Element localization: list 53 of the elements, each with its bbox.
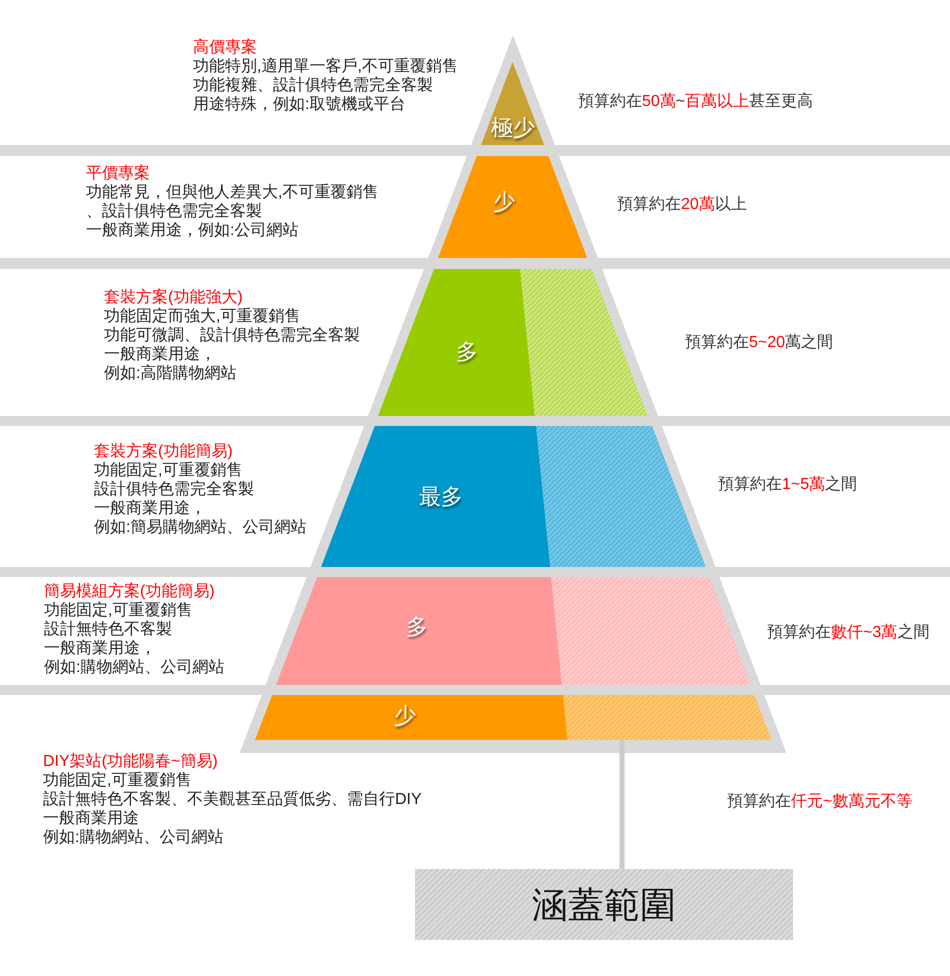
description-line: 功能固定,可重覆銷售 bbox=[43, 771, 192, 790]
budget-text: 預算約在1~5萬之間 bbox=[718, 475, 858, 494]
budget-text: 預算約在數仟~3萬之間 bbox=[767, 623, 930, 642]
description-line: 用途特殊，例如:取號機或平台 bbox=[193, 95, 406, 114]
tier-label: 最多 bbox=[418, 484, 463, 510]
description-line: 設計無特色不客製 bbox=[44, 620, 172, 639]
description-line: 設計俱特色需完全客製 bbox=[94, 480, 254, 499]
hatched-area bbox=[550, 577, 750, 685]
description-line: 一般商業用途， bbox=[44, 639, 156, 658]
tier-heading: 套裝方案(功能簡易) bbox=[94, 442, 233, 461]
description-line: 功能常見，但與他人差異大,不可重覆銷售 bbox=[86, 183, 378, 202]
tier-heading: 平價專案 bbox=[86, 164, 150, 183]
description-line: 功能可微調、設計俱特色需完全客製 bbox=[104, 326, 360, 345]
tier-label: 少 bbox=[394, 703, 416, 729]
description-line: 功能複雜、設計俱特色需完全客製 bbox=[193, 76, 433, 95]
description-line: 功能特別,適用單一客戶,不可重覆銷售 bbox=[193, 57, 458, 76]
description-line: 功能固定而強大,可重覆銷售 bbox=[104, 307, 300, 326]
tier-label: 少 bbox=[492, 189, 515, 215]
pyramid-tier bbox=[378, 269, 648, 416]
callout-box bbox=[415, 869, 793, 940]
pyramid-tier bbox=[276, 577, 750, 685]
hatched-area bbox=[562, 695, 772, 740]
budget-text: 預算約在仟元~數萬元不等 bbox=[727, 792, 912, 811]
tier-label: 多 bbox=[406, 614, 428, 640]
tier-label: 極少 bbox=[490, 115, 535, 141]
tier-heading: 簡易模組方案(功能簡易) bbox=[44, 582, 215, 601]
description-line: 一般商業用途， bbox=[104, 345, 216, 364]
description-line: 、設計俱特色需完全客製 bbox=[86, 202, 262, 221]
description-line: 例如:簡易購物網站、公司網站 bbox=[94, 518, 306, 537]
description-line: 例如:購物網站、公司網站 bbox=[43, 828, 224, 847]
pyramid-tier bbox=[438, 156, 588, 258]
description-line: 功能固定,可重覆銷售 bbox=[44, 601, 192, 620]
pyramid-tier bbox=[481, 62, 545, 145]
description-line: 功能固定,可重覆銷售 bbox=[94, 461, 242, 480]
hatched-area bbox=[520, 269, 648, 416]
description-line: 例如:高階購物網站 bbox=[104, 364, 236, 383]
budget-text: 預算約在20萬以上 bbox=[617, 195, 747, 214]
leader-line bbox=[620, 740, 624, 869]
description-line: 一般商業用途，例如:公司網站 bbox=[86, 221, 298, 240]
pyramid-tier bbox=[320, 426, 706, 567]
description-line: 例如:購物網站、公司網站 bbox=[44, 658, 224, 677]
hatched-area bbox=[536, 426, 706, 567]
budget-text: 預算約在50萬~百萬以上甚至更高 bbox=[578, 92, 814, 111]
description-line: 一般商業用途 bbox=[43, 809, 139, 828]
pyramid-tier bbox=[254, 695, 772, 740]
tier-label: 多 bbox=[456, 339, 478, 365]
tier-heading: DIY架站(功能陽春~簡易) bbox=[43, 752, 218, 771]
tier-heading: 套裝方案(功能強大) bbox=[104, 288, 243, 307]
callout-text: 涵蓋範圍 bbox=[532, 884, 676, 926]
budget-text: 預算約在5~20萬之間 bbox=[685, 333, 834, 352]
tier-heading: 高價專案 bbox=[193, 38, 257, 57]
description-line: 一般商業用途， bbox=[94, 499, 206, 518]
description-line: 設計無特色不客製、不美觀甚至品質低劣、需自行DIY bbox=[43, 790, 422, 809]
